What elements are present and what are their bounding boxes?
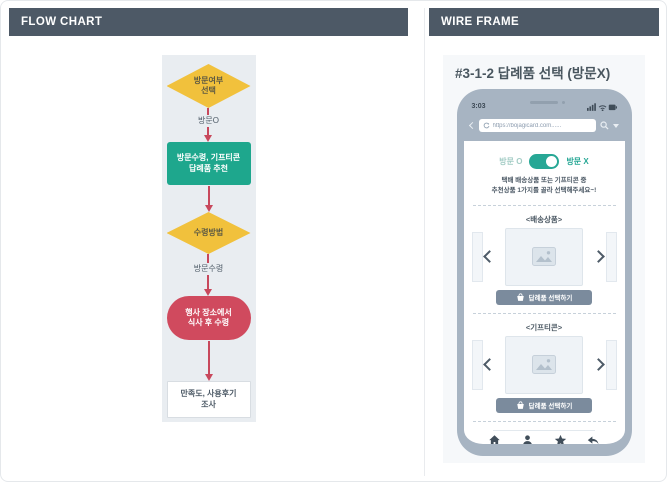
nav-divider <box>492 429 596 431</box>
status-icons <box>586 103 617 111</box>
status-bar: 3:03 <box>464 96 625 114</box>
select-gift-button-label: 답례품 선택하기 <box>528 403 573 411</box>
wire-frame-header-label: WIRE FRAME <box>441 16 520 28</box>
visit-toggle[interactable] <box>529 154 560 169</box>
visit-toggle-row: 방문 O 방문 X <box>473 154 616 169</box>
arrow-line <box>207 254 210 263</box>
toggle-off-label: 방문 O <box>499 157 523 166</box>
flow-chart-header-label: FLOW CHART <box>21 16 103 28</box>
flow-edge-label-receive: 방문수령 <box>193 264 224 273</box>
notch-icon <box>530 101 565 104</box>
star-icon[interactable] <box>554 434 567 444</box>
wire-frame-panel: WIRE FRAME #3-1-2 답례품 선택 (방문X) 3:03 <box>425 8 659 476</box>
product-card[interactable] <box>505 335 583 394</box>
flow-chart-card: 방문여부 선택 방문O 방문수령, 기프티콘 답례품 추천 수령방법 방문수령 … <box>161 55 256 422</box>
wifi-icon <box>598 105 606 110</box>
flow-terminal-meal: 행사 장소에서 식사 후 수령 <box>166 296 251 340</box>
bottom-nav <box>473 434 616 444</box>
flow-decision-receive: 수령방법 <box>166 212 251 254</box>
flow-chart-area: 방문여부 선택 방문O 방문수령, 기프티콘 답례품 추천 수령방법 방문수령 … <box>9 36 408 422</box>
section-header-gifticon: <기프티콘> <box>525 322 563 332</box>
url-text: https://bojagicard.com...... <box>492 122 562 129</box>
flow-connector-4 <box>204 340 213 381</box>
flow-chart-panel: FLOW CHART 방문여부 선택 방문O 방문수령, 기프티콘 답례품 추천… <box>9 8 425 476</box>
carousel-prev-icon[interactable] <box>483 358 496 372</box>
toggle-knob <box>546 156 558 167</box>
description-text: 택배 배송상품 또는 기프티콘 중 추천상품 1가지를 골라 선택해주세요~! <box>491 177 597 195</box>
delivery-carousel <box>471 227 617 286</box>
basket-icon <box>516 293 524 301</box>
carousel-side-card-right <box>605 231 617 282</box>
flow-connector-2 <box>204 185 213 212</box>
carousel-next-icon[interactable] <box>592 250 605 264</box>
toggle-on-label: 방문 X <box>566 157 589 166</box>
refresh-icon <box>483 122 489 129</box>
wire-frame-header: WIRE FRAME <box>429 8 659 36</box>
dashed-divider <box>472 204 616 206</box>
arrow-down-icon <box>204 186 213 212</box>
gifticon-carousel <box>471 335 617 394</box>
home-icon[interactable] <box>488 434 501 444</box>
carousel-next-icon[interactable] <box>592 358 605 372</box>
arrow-line <box>207 108 210 115</box>
back-share-icon[interactable] <box>587 434 600 444</box>
phone-mockup: 3:03 <box>456 89 632 456</box>
product-card[interactable] <box>505 227 583 286</box>
flow-chart-header: FLOW CHART <box>9 8 408 36</box>
carousel-side-card-right <box>605 339 617 390</box>
carousel-side-card-left <box>471 339 483 390</box>
browser-bar: https://bojagicard.com...... <box>464 114 625 141</box>
flow-connector-3: 방문수령 <box>194 254 223 296</box>
carousel-side-card-left <box>471 231 483 282</box>
flow-connector-1: 방문O <box>198 108 219 142</box>
flow-decision-visit: 방문여부 선택 <box>166 64 251 108</box>
arrow-down-icon <box>204 127 213 142</box>
url-input[interactable]: https://bojagicard.com...... <box>478 119 596 132</box>
image-placeholder-icon <box>532 355 556 375</box>
arrow-down-icon <box>204 341 213 381</box>
flow-process-recommend: 방문수령, 기프티콘 답례품 추천 <box>166 142 251 185</box>
section-header-delivery: <배송상품> <box>525 214 563 224</box>
carousel-prev-icon[interactable] <box>483 250 496 264</box>
back-icon[interactable] <box>468 121 476 130</box>
image-placeholder-icon <box>532 247 556 267</box>
search-icon[interactable] <box>599 121 609 130</box>
select-gift-button[interactable]: 답례품 선택하기 <box>496 397 592 413</box>
profile-icon[interactable] <box>521 434 534 444</box>
select-gift-button-label: 답례품 선택하기 <box>528 295 573 303</box>
status-time: 3:03 <box>471 103 486 110</box>
wire-frame-card: #3-1-2 답례품 선택 (방문X) 3:03 <box>443 55 645 463</box>
flow-process-survey: 만족도, 사용후기 조사 <box>166 381 251 418</box>
battery-icon <box>608 104 617 111</box>
dashed-divider <box>472 312 616 314</box>
arrow-down-icon <box>204 275 213 296</box>
basket-icon <box>516 401 524 409</box>
menu-caret-icon[interactable] <box>612 123 619 128</box>
select-gift-button[interactable]: 답례품 선택하기 <box>496 289 592 305</box>
dashed-divider <box>472 420 616 422</box>
signal-icon <box>586 103 596 111</box>
flow-edge-label-visit: 방문O <box>198 116 219 125</box>
wire-frame-area: #3-1-2 답례품 선택 (방문X) 3:03 <box>429 36 659 463</box>
wireframe-title: #3-1-2 답례품 선택 (방문X) <box>455 66 611 81</box>
phone-screen: 방문 O 방문 X 택배 배송상품 또는 기프티콘 중 추천상품 1가지를 골라… <box>463 141 625 444</box>
